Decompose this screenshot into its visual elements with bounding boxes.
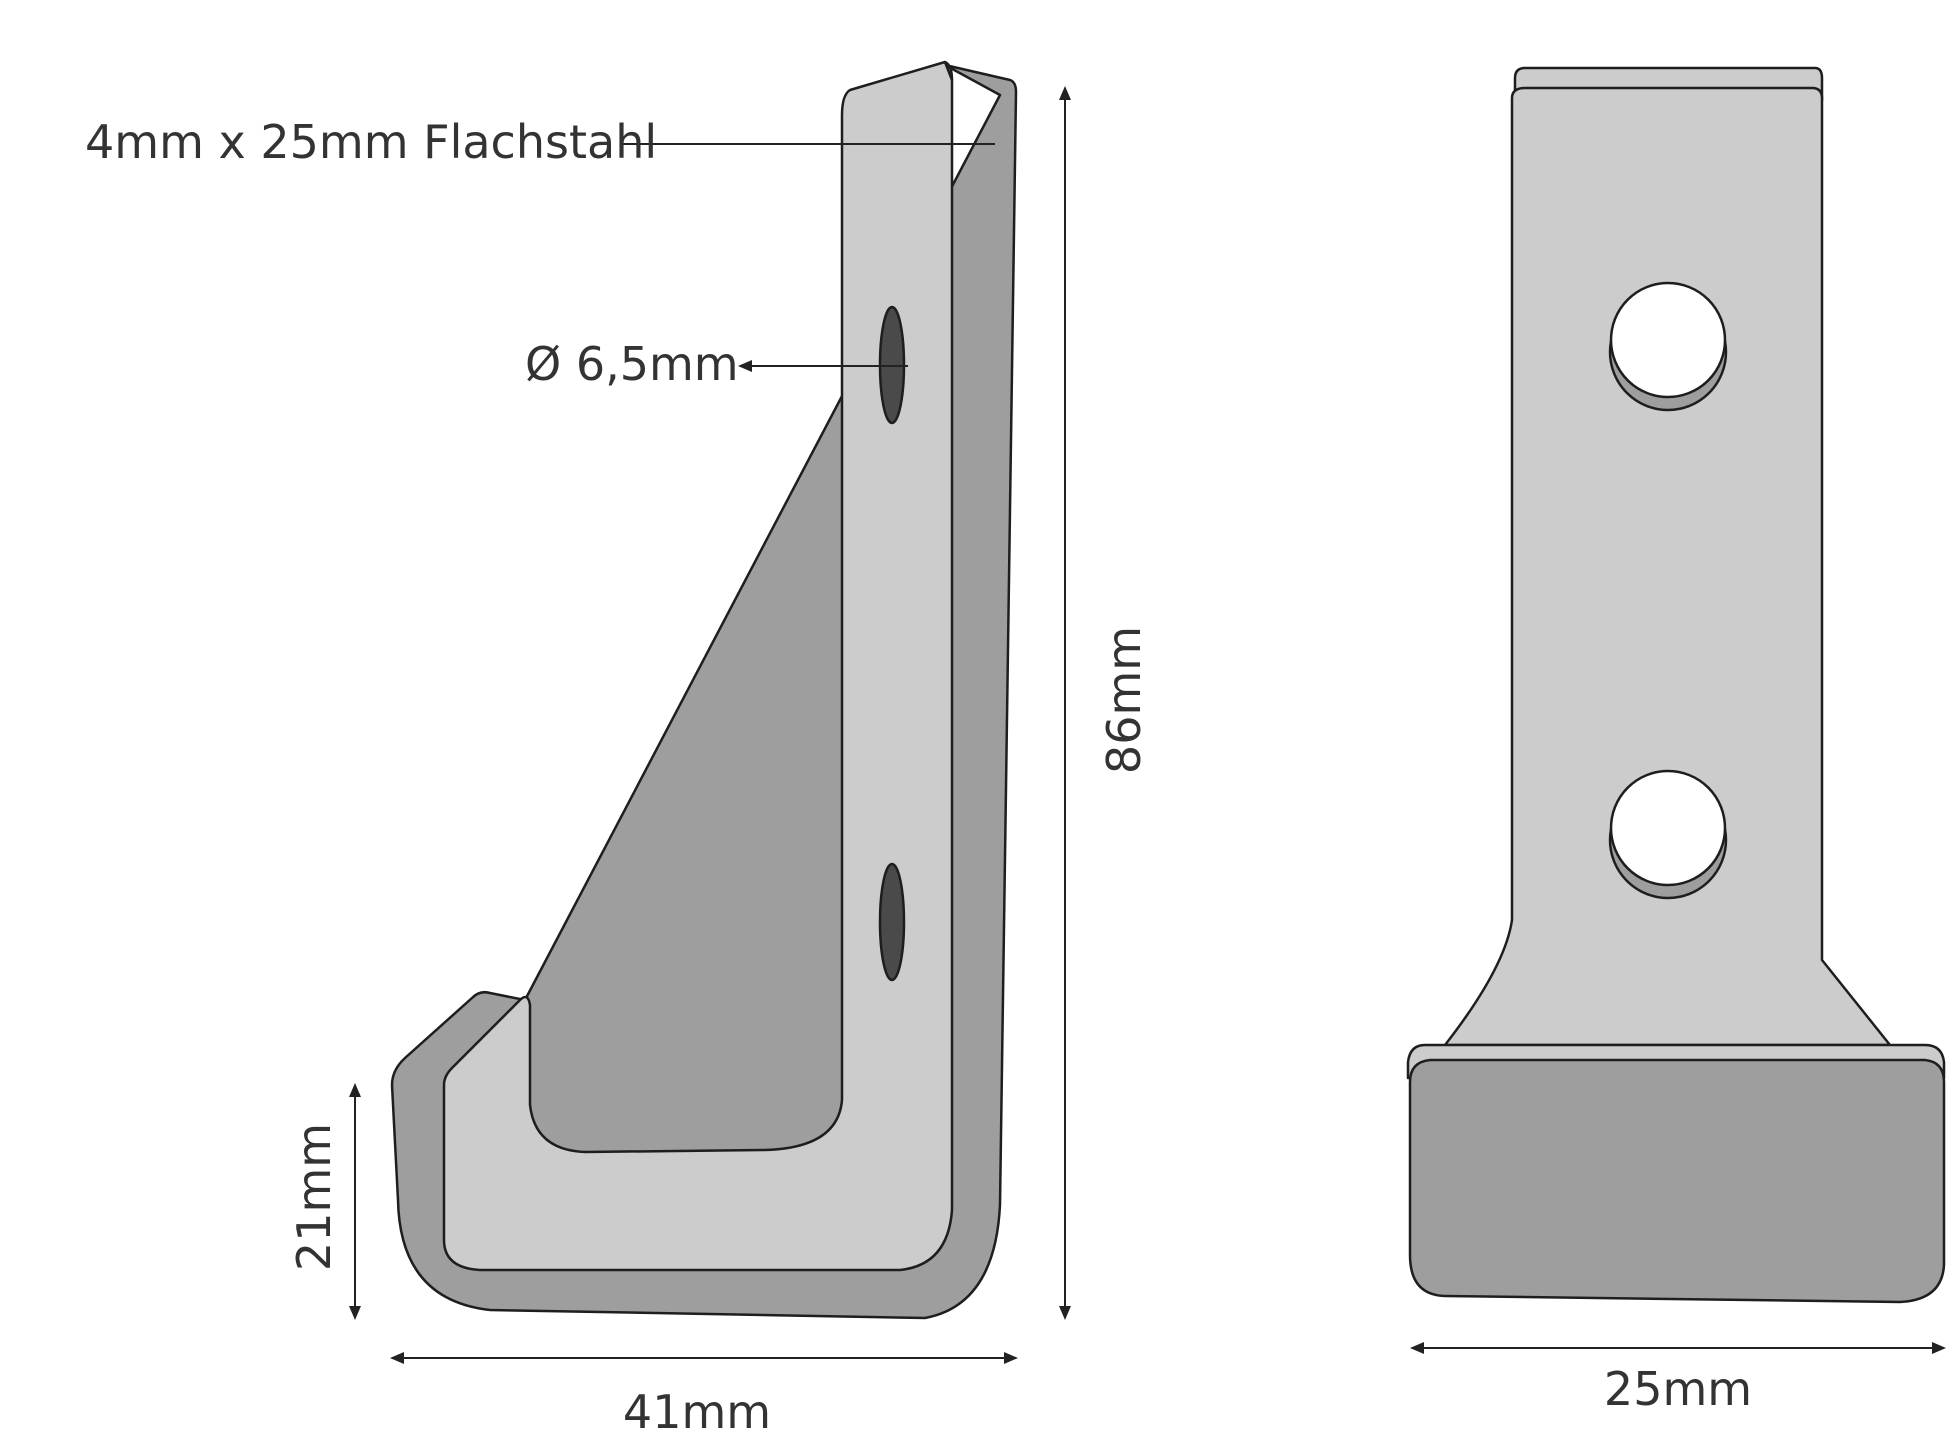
material-label: 4mm x 25mm Flachstahl	[85, 115, 657, 169]
hook-depth-label: 21mm	[287, 1123, 341, 1271]
front-view-hole-lower	[1608, 769, 1728, 900]
front-view-hook-front	[1408, 1058, 1946, 1304]
height-label: 86mm	[1097, 626, 1151, 774]
front-view	[1406, 66, 1946, 1304]
front-width-label: 25mm	[1604, 1362, 1752, 1416]
hole-diameter-label: Ø 6,5mm	[525, 337, 739, 391]
side-view-top-edge	[944, 60, 954, 81]
side-view	[390, 60, 1018, 1320]
front-view-shank	[1443, 86, 1892, 1047]
side-view-face-light	[442, 60, 954, 1272]
front-view-hole-upper	[1608, 281, 1728, 412]
side-width-label: 41mm	[623, 1385, 771, 1439]
side-view-hole-lower	[878, 862, 906, 982]
